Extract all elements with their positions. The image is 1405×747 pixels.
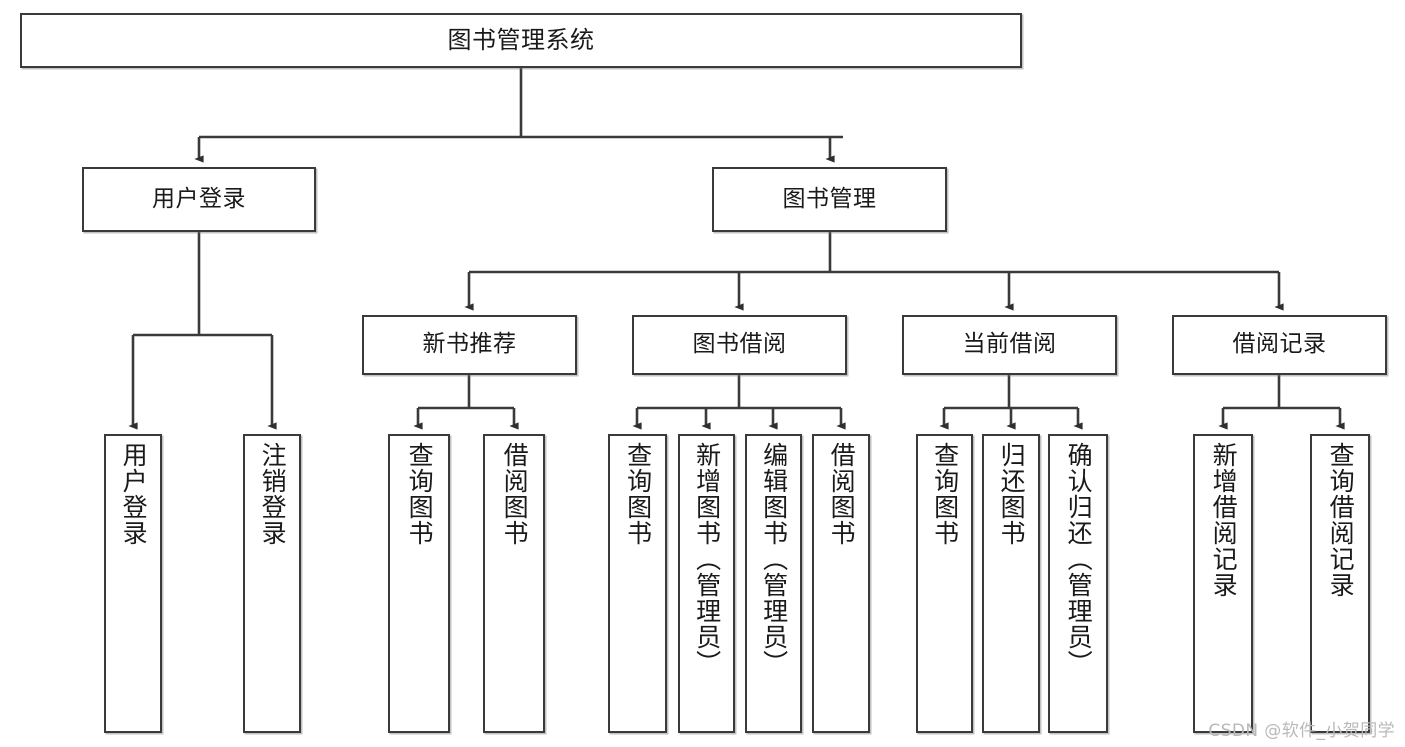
node-leaf-query-book-2-label: 查询图书 — [623, 442, 653, 546]
node-leaf-query-book-3-label: 查询图书 — [930, 442, 960, 546]
node-current-borrow-label: 当前借阅 — [962, 331, 1057, 358]
node-root-label: 图书管理系统 — [447, 26, 595, 55]
node-leaf-user-login[interactable]: 用户登录 — [104, 434, 162, 733]
node-leaf-add-record[interactable]: 新增借阅记录 — [1193, 434, 1253, 733]
node-leaf-confirm-return-label: 确认归还（管理员） — [1064, 442, 1094, 676]
node-leaf-borrow-book-2[interactable]: 借阅图书 — [812, 434, 870, 733]
node-book-borrow-label: 图书借阅 — [692, 331, 787, 358]
node-current-borrow[interactable]: 当前借阅 — [902, 315, 1117, 375]
node-leaf-borrow-book-1-label: 借阅图书 — [500, 442, 530, 546]
node-leaf-borrow-book-2-label: 借阅图书 — [827, 442, 857, 546]
node-leaf-return-book[interactable]: 归还图书 — [982, 434, 1040, 733]
node-leaf-confirm-return[interactable]: 确认归还（管理员） — [1048, 434, 1108, 733]
node-user-login[interactable]: 用户登录 — [82, 167, 316, 232]
node-user-login-label: 用户登录 — [152, 185, 246, 212]
node-leaf-query-record[interactable]: 查询借阅记录 — [1310, 434, 1370, 733]
node-book-manage-label: 图书管理 — [782, 185, 877, 212]
node-leaf-add-book[interactable]: 新增图书（管理员） — [678, 434, 735, 733]
node-leaf-logout-label: 注销登录 — [258, 442, 288, 546]
node-leaf-add-record-label: 新增借阅记录 — [1209, 442, 1239, 598]
node-leaf-logout[interactable]: 注销登录 — [243, 434, 301, 733]
node-leaf-edit-book-label: 编辑图书（管理员） — [759, 442, 789, 676]
node-leaf-query-book-3[interactable]: 查询图书 — [916, 434, 973, 733]
node-borrow-record[interactable]: 借阅记录 — [1172, 315, 1387, 375]
node-borrow-record-label: 借阅记录 — [1232, 331, 1327, 358]
node-book-manage[interactable]: 图书管理 — [712, 167, 947, 232]
node-leaf-query-record-label: 查询借阅记录 — [1326, 442, 1356, 598]
node-leaf-return-book-label: 归还图书 — [997, 442, 1027, 546]
node-new-book-rec-label: 新书推荐 — [422, 331, 517, 358]
node-book-borrow[interactable]: 图书借阅 — [632, 315, 847, 375]
node-leaf-add-book-label: 新增图书（管理员） — [692, 442, 722, 676]
node-root[interactable]: 图书管理系统 — [20, 13, 1022, 68]
node-leaf-query-book-1-label: 查询图书 — [405, 442, 435, 546]
node-new-book-rec[interactable]: 新书推荐 — [362, 315, 577, 375]
node-leaf-borrow-book-1[interactable]: 借阅图书 — [483, 434, 545, 733]
node-leaf-query-book-2[interactable]: 查询图书 — [608, 434, 667, 733]
node-leaf-user-login-label: 用户登录 — [119, 442, 149, 546]
node-leaf-edit-book[interactable]: 编辑图书（管理员） — [745, 434, 802, 733]
node-leaf-query-book-1[interactable]: 查询图书 — [388, 434, 450, 733]
